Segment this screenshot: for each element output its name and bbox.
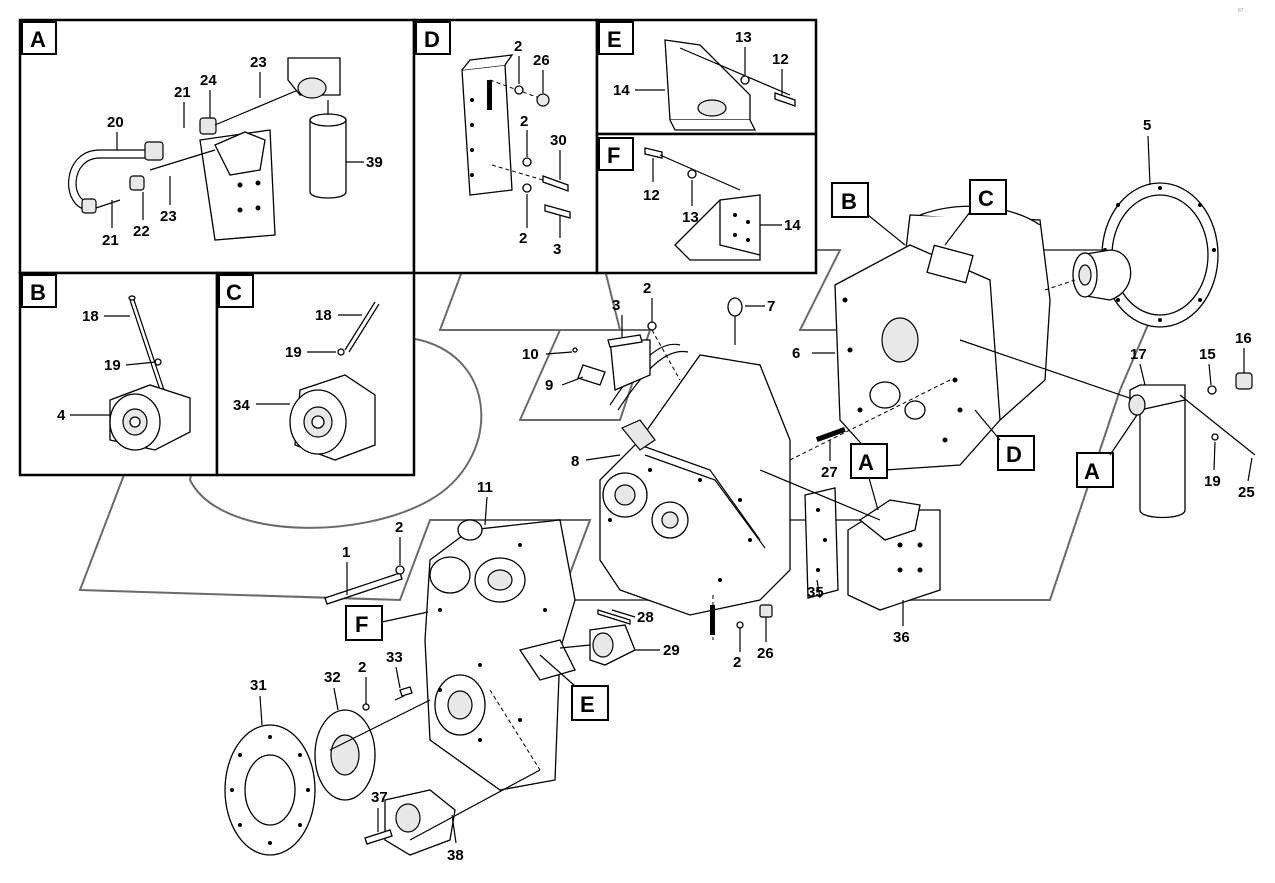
valve-assembly [759, 469, 941, 611]
svg-text:32: 32 [324, 669, 341, 686]
svg-text:18: 18 [315, 307, 332, 324]
filter-assembly [1128, 372, 1256, 519]
svg-text:F: F [355, 612, 368, 637]
svg-text:19: 19 [1204, 473, 1221, 490]
svg-text:26: 26 [757, 645, 774, 662]
svg-text:2: 2 [733, 654, 741, 671]
svg-text:29: 29 [663, 642, 680, 659]
svg-text:3: 3 [612, 297, 620, 314]
svg-text:20: 20 [107, 114, 124, 131]
svg-text:24: 24 [200, 72, 217, 89]
svg-text:1: 1 [342, 544, 350, 561]
svg-text:2: 2 [520, 113, 528, 130]
svg-text:2: 2 [519, 230, 527, 247]
misc-parts [324, 321, 951, 845]
svg-text:25: 25 [1238, 484, 1255, 501]
svg-text:33: 33 [386, 649, 403, 666]
svg-text:2: 2 [395, 519, 403, 536]
svg-text:C: C [226, 280, 242, 305]
svg-text:34: 34 [233, 397, 250, 414]
svg-text:21: 21 [102, 232, 119, 249]
svg-text:E: E [607, 27, 622, 52]
inset-b: B 18 19 4 [18, 271, 219, 477]
center-case [599, 297, 791, 616]
svg-text:35: 35 [807, 584, 824, 601]
svg-text:14: 14 [784, 217, 801, 234]
svg-text:23: 23 [160, 208, 177, 225]
inset-f: F 12 13 14 [595, 132, 818, 275]
inset-e: E 13 12 14 [595, 18, 818, 136]
svg-text:23: 23 [250, 54, 267, 71]
svg-text:38: 38 [447, 847, 464, 864]
svg-text:E: E [580, 692, 595, 717]
svg-text:36: 36 [893, 629, 910, 646]
svg-text:22: 22 [133, 223, 150, 240]
svg-text:9: 9 [545, 377, 553, 394]
svg-text:31: 31 [250, 677, 267, 694]
inset-c: C 18 19 34 [215, 271, 416, 477]
front-case [424, 519, 576, 791]
svg-text:7: 7 [767, 298, 775, 315]
main-callout-tags: B C D A A F E [345, 179, 1138, 721]
svg-text:8: 8 [571, 453, 579, 470]
svg-text:C: C [978, 186, 994, 211]
svg-text:13: 13 [682, 209, 699, 226]
svg-text:14: 14 [613, 82, 630, 99]
inset-d: D 2 26 2 30 2 3 [412, 18, 599, 275]
svg-text:19: 19 [104, 357, 121, 374]
svg-text:B: B [841, 189, 857, 214]
svg-text:39: 39 [366, 154, 383, 171]
svg-text:12: 12 [772, 51, 789, 68]
svg-text:16: 16 [1235, 330, 1252, 347]
main-part-labels: 5 17 16 15 19 25 7 3 2 6 10 9 8 27 11 2 … [250, 117, 1255, 864]
svg-text:37: 37 [371, 789, 388, 806]
svg-text:6: 6 [792, 345, 800, 362]
svg-text:2: 2 [514, 38, 522, 55]
svg-text:10: 10 [522, 346, 539, 363]
svg-text:2: 2 [358, 659, 366, 676]
svg-text:D: D [424, 27, 440, 52]
svg-text:27: 27 [821, 464, 838, 481]
svg-text:28: 28 [637, 609, 654, 626]
brake-parts [224, 699, 541, 856]
svg-text:A: A [858, 450, 874, 475]
svg-text:A: A [30, 27, 46, 52]
svg-text:17: 17 [1130, 346, 1147, 363]
svg-text:A: A [1084, 459, 1100, 484]
main-housing [834, 244, 1151, 471]
inset-a: A 20 21 24 23 39 21 22 23 [18, 18, 416, 275]
svg-text:5: 5 [1143, 117, 1151, 134]
svg-text:15: 15 [1199, 346, 1216, 363]
corner-code: 87... [1238, 8, 1248, 14]
svg-text:21: 21 [174, 84, 191, 101]
svg-text:B: B [30, 280, 46, 305]
svg-text:26: 26 [533, 52, 550, 69]
svg-text:11: 11 [477, 479, 493, 496]
svg-text:18: 18 [82, 308, 99, 325]
svg-text:3: 3 [553, 241, 561, 258]
svg-text:30: 30 [550, 132, 567, 149]
svg-text:2: 2 [643, 280, 651, 297]
svg-text:F: F [607, 143, 620, 168]
svg-text:19: 19 [285, 344, 302, 361]
svg-text:4: 4 [57, 407, 66, 424]
svg-text:13: 13 [735, 29, 752, 46]
svg-text:12: 12 [643, 187, 660, 204]
svg-text:D: D [1006, 442, 1022, 467]
